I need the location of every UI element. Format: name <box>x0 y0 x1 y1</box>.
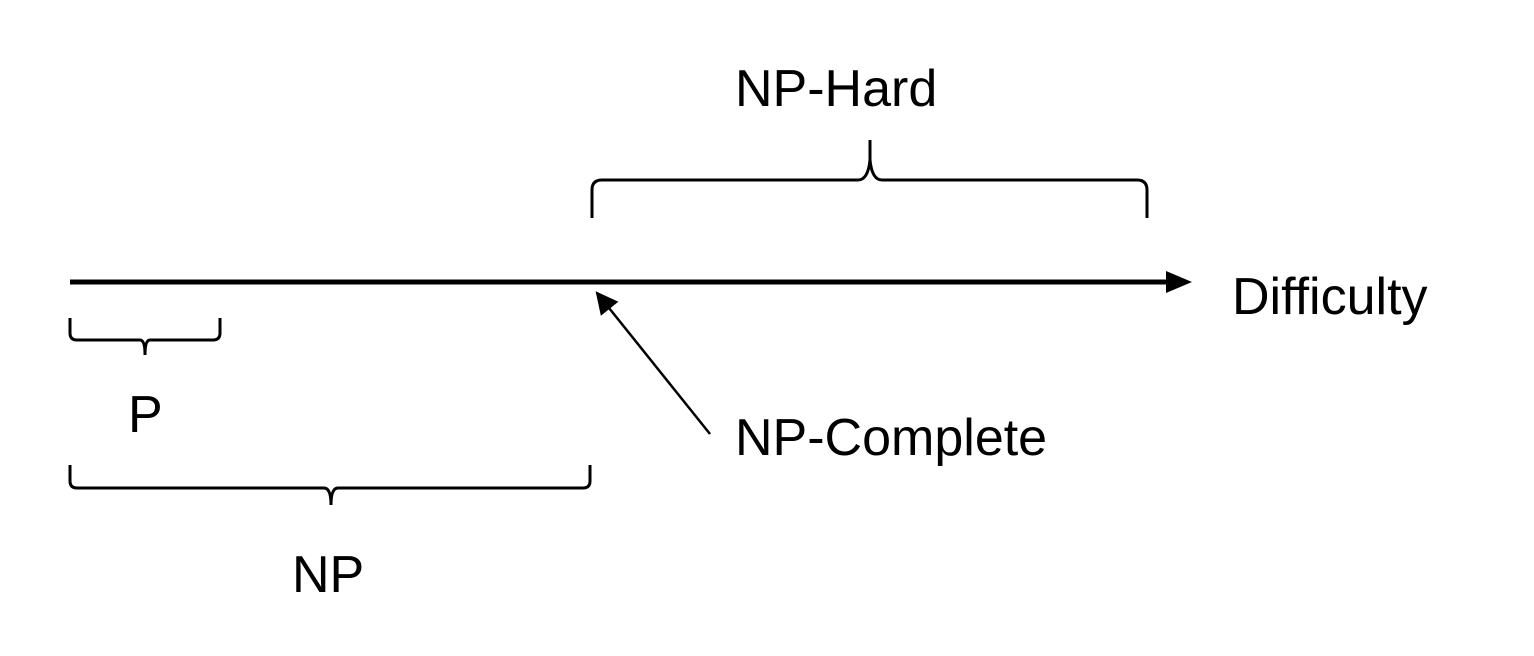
p-brace <box>68 318 222 356</box>
np-region: NP <box>68 465 592 604</box>
np-complete-label: NP-Complete <box>735 409 1047 467</box>
np-hard-label: NP-Hard <box>735 60 937 118</box>
np-complete-arrow <box>595 291 711 435</box>
np-hard-region: NP-Hard <box>590 60 1149 218</box>
difficulty-axis-label: Difficulty <box>1232 268 1428 326</box>
np-label: NP <box>292 546 364 604</box>
p-label: P <box>128 386 163 444</box>
p-region: P <box>68 318 222 444</box>
difficulty-axis-arrowhead <box>1166 271 1192 293</box>
np-hard-brace <box>590 140 1149 218</box>
difficulty-axis: Difficulty <box>70 268 1428 326</box>
np-brace <box>68 465 592 506</box>
np-complete-pointer: NP-Complete <box>595 291 1047 467</box>
